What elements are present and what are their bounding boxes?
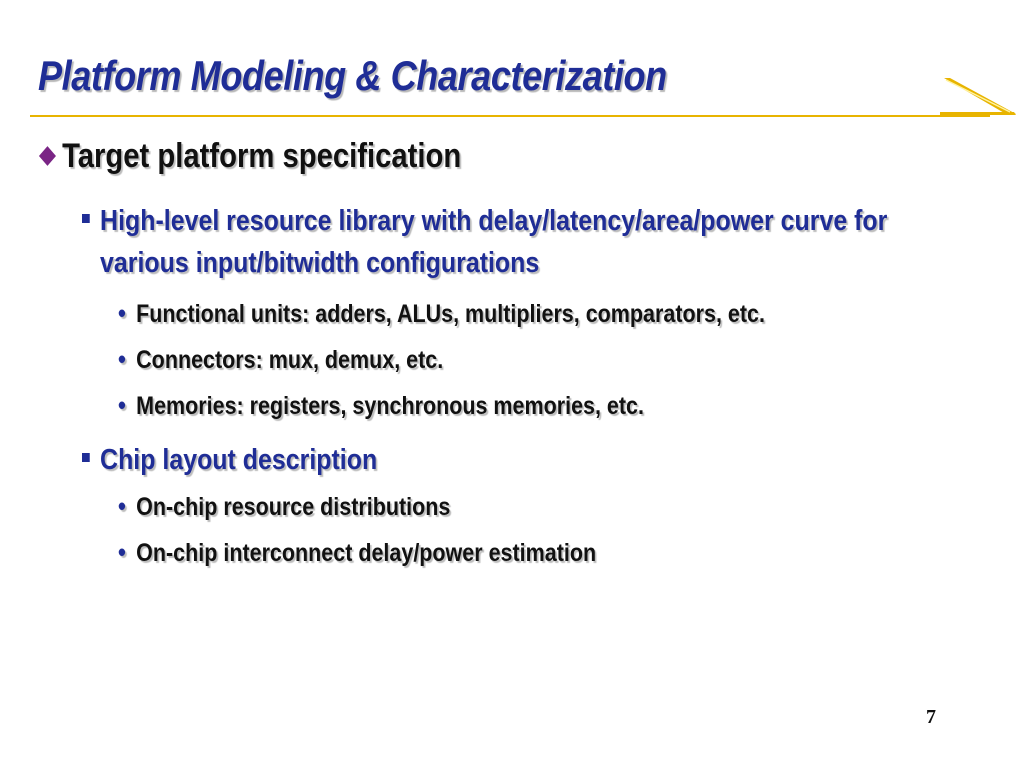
section-chip-layout: Chip layout description <box>82 439 377 481</box>
square-bullet-icon <box>82 452 90 462</box>
list-item: • Memories: registers, synchronous memori… <box>118 390 644 421</box>
section-resource-library: High-level resource library with delay/l… <box>82 200 977 284</box>
list-item-text: Connectors: mux, demux, etc. <box>136 346 444 374</box>
list-item: • On-chip resource distributions <box>118 491 450 522</box>
round-bullet-icon: • <box>118 537 126 567</box>
slide-title: Platform Modeling & Characterization <box>38 52 667 99</box>
outline-heading-text: Target platform specification <box>62 137 462 175</box>
list-item: • Connectors: mux, demux, etc. <box>118 344 443 375</box>
round-bullet-icon: • <box>118 491 126 521</box>
section-resource-library-text: High-level resource library with delay/l… <box>100 205 888 279</box>
list-item-text: Memories: registers, synchronous memorie… <box>136 392 644 420</box>
outline-heading: Target platform specification <box>38 137 461 176</box>
list-item: • Functional units: adders, ALUs, multipl… <box>118 298 765 329</box>
list-item-text: On-chip resource distributions <box>136 493 451 521</box>
page-number: 7 <box>926 706 936 728</box>
square-bullet-icon <box>82 213 90 223</box>
round-bullet-icon: • <box>118 298 126 328</box>
list-item: • On-chip interconnect delay/power estima… <box>118 537 596 568</box>
arrow-accent-icon <box>940 78 1016 115</box>
round-bullet-icon: • <box>118 390 126 420</box>
list-item-text: Functional units: adders, ALUs, multipli… <box>136 300 765 328</box>
round-bullet-icon: • <box>118 344 126 374</box>
list-item-text: On-chip interconnect delay/power estimat… <box>136 539 597 567</box>
title-underline <box>30 115 990 117</box>
diamond-icon <box>38 146 56 166</box>
section-chip-layout-text: Chip layout description <box>100 444 378 476</box>
